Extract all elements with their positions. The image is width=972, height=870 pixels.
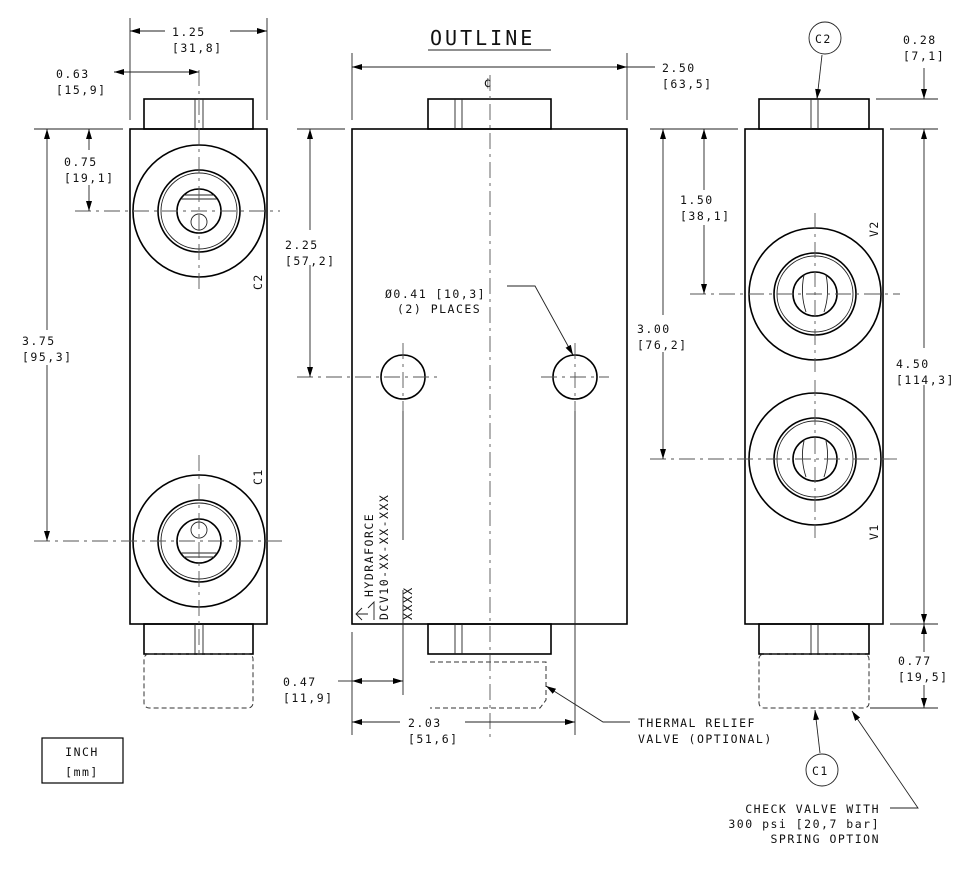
- svg-text:[11,9]: [11,9]: [283, 691, 334, 705]
- dim-valve-extension-0-77: 0.77 [19,5]: [898, 654, 949, 684]
- top-hex-plug-rear: [758, 98, 870, 130]
- svg-text:[19,5]: [19,5]: [898, 670, 949, 684]
- manifold-body-front: [351, 128, 628, 625]
- dim-port-v2-1-50: 1.50 [38,1]: [680, 193, 731, 223]
- svg-text:[63,5]: [63,5]: [662, 77, 713, 91]
- dim-hole-height-2-25: 2.25 [57,2]: [285, 238, 336, 268]
- svg-text:4.50: 4.50: [896, 357, 930, 371]
- dim-port-v1-3-00: 3.00 [76,2]: [637, 322, 688, 352]
- svg-text:VALVE (OPTIONAL): VALVE (OPTIONAL): [638, 732, 773, 746]
- svg-text:2.03: 2.03: [408, 716, 442, 730]
- port-label-c2: C2: [251, 273, 265, 290]
- svg-text:[95,3]: [95,3]: [22, 350, 73, 364]
- left-view: C2 C1 1.25 [31,8] 0.63 [15,9] 0.75 [19,1] 3…: [22, 18, 283, 709]
- svg-text:CHECK VALVE WITH: CHECK VALVE WITH: [745, 802, 880, 816]
- svg-text:(2) PLACES: (2) PLACES: [397, 302, 481, 316]
- svg-text:0.63: 0.63: [56, 67, 90, 81]
- dim-body-length-4-50: 4.50 [114,3]: [896, 357, 955, 387]
- hydraforce-logo-icon: [355, 600, 375, 621]
- bottom-hex-plug: [143, 623, 254, 709]
- port-label-v2: V2: [867, 220, 881, 237]
- svg-text:HYDRAFORCE: HYDRAFORCE: [362, 513, 376, 597]
- centerline-symbol: ₵: [484, 76, 492, 90]
- svg-text:[19,1]: [19,1]: [64, 171, 115, 185]
- port-label-c1: C1: [251, 468, 265, 485]
- svg-text:THERMAL RELIEF: THERMAL RELIEF: [638, 716, 756, 730]
- manifold-body-side: [129, 128, 268, 625]
- dim-hole-offset-0-47: 0.47 [11,9]: [283, 675, 334, 705]
- svg-text:3.00: 3.00: [637, 322, 671, 336]
- svg-text:0.47: 0.47: [283, 675, 317, 689]
- svg-text:[31,8]: [31,8]: [172, 41, 223, 55]
- port-c2: [75, 70, 280, 290]
- middle-view: ₵ Ø0.41 [10,3] (2) PLACES HYDRAFORCE DCV…: [283, 53, 773, 746]
- check-valve-note: CHECK VALVE WITH 300 psi [20,7 bar] SPRI…: [728, 802, 880, 846]
- svg-text:[114,3]: [114,3]: [896, 373, 955, 387]
- manifold-body-rear: [744, 128, 884, 625]
- svg-text:3.75: 3.75: [22, 334, 56, 348]
- right-view: V2 V1 C2 C1 0.28 [7,1] 1.50 [38,1] 3.00 [76…: [637, 21, 955, 846]
- svg-text:[57,2]: [57,2]: [285, 254, 336, 268]
- balloon-c1: C1: [805, 753, 839, 787]
- units-box: INCH [mm]: [41, 737, 124, 784]
- svg-text:[15,9]: [15,9]: [56, 83, 107, 97]
- port-c1: [34, 455, 283, 654]
- svg-text:[7,1]: [7,1]: [903, 49, 945, 63]
- bottom-hex-plug-rear: [758, 623, 870, 709]
- dim-port-offset-0-63: 0.63 [15,9]: [56, 67, 107, 97]
- svg-text:INCH: INCH: [65, 745, 99, 759]
- port-v1: [650, 380, 897, 538]
- svg-text:1.50: 1.50: [680, 193, 714, 207]
- svg-text:[38,1]: [38,1]: [680, 209, 731, 223]
- svg-text:XXXX: XXXX: [401, 586, 415, 620]
- svg-text:0.77: 0.77: [898, 654, 932, 668]
- dim-plug-height-0-28: 0.28 [7,1]: [903, 33, 945, 63]
- svg-text:[76,2]: [76,2]: [637, 338, 688, 352]
- dim-hole-spacing-2-03: 2.03 [51,6]: [408, 716, 459, 746]
- svg-text:2.25: 2.25: [285, 238, 319, 252]
- svg-text:Ø0.41 [10,3]: Ø0.41 [10,3]: [385, 287, 486, 301]
- balloon-c2: C2: [808, 21, 842, 55]
- part-marking: HYDRAFORCE DCV10-XX-XX-XXX XXXX: [355, 494, 415, 621]
- hole-note: Ø0.41 [10,3] (2) PLACES: [385, 287, 486, 316]
- svg-text:[mm]: [mm]: [65, 765, 99, 779]
- svg-text:0.28: 0.28: [903, 33, 937, 47]
- svg-text:[51,6]: [51,6]: [408, 732, 459, 746]
- top-hex-plug: [143, 98, 254, 130]
- svg-text:0.75: 0.75: [64, 155, 98, 169]
- top-hex-plug-front: [427, 98, 552, 130]
- port-label-v1: V1: [867, 523, 881, 540]
- svg-text:C1: C1: [812, 764, 829, 778]
- dim-port-spacing-3-75: 3.75 [95,3]: [22, 334, 73, 364]
- svg-text:DCV10-XX-XX-XXX: DCV10-XX-XX-XXX: [377, 494, 391, 620]
- dim-width-1-25: 1.25 [31,8]: [172, 25, 223, 55]
- svg-text:1.25: 1.25: [172, 25, 206, 39]
- dim-length-2-50: 2.50 [63,5]: [662, 61, 713, 91]
- drawing-title: OUTLINE: [428, 26, 551, 51]
- svg-text:SPRING OPTION: SPRING OPTION: [770, 832, 880, 846]
- mounting-hole-left: [297, 343, 437, 411]
- thermal-relief-note: THERMAL RELIEF VALVE (OPTIONAL): [638, 716, 773, 746]
- dim-port-height-0-75: 0.75 [19,1]: [64, 155, 115, 185]
- svg-text:C2: C2: [815, 32, 832, 46]
- mounting-hole-right: [541, 343, 609, 411]
- svg-text:OUTLINE: OUTLINE: [430, 26, 535, 50]
- bottom-hex-plug-front: [427, 623, 552, 709]
- svg-text:2.50: 2.50: [662, 61, 696, 75]
- port-v2: [690, 213, 900, 372]
- svg-text:300 psi [20,7 bar]: 300 psi [20,7 bar]: [728, 817, 880, 831]
